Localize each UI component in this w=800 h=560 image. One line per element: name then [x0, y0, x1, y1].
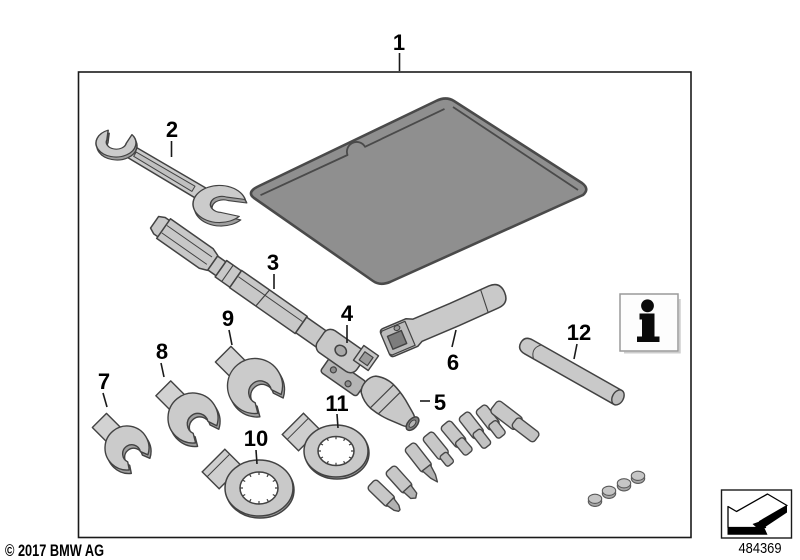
svg-text:5: 5 — [434, 390, 446, 415]
svg-text:2: 2 — [166, 117, 178, 142]
svg-text:12: 12 — [567, 320, 591, 345]
svg-text:© 2017 BMW AG: © 2017 BMW AG — [5, 542, 104, 560]
svg-text:11: 11 — [325, 391, 348, 416]
svg-text:7: 7 — [98, 369, 110, 394]
svg-text:4: 4 — [341, 301, 354, 326]
svg-text:9: 9 — [222, 306, 234, 331]
svg-text:3: 3 — [267, 250, 279, 275]
svg-text:6: 6 — [447, 350, 459, 375]
svg-text:8: 8 — [156, 339, 168, 364]
svg-text:484369: 484369 — [739, 540, 782, 557]
svg-text:1: 1 — [393, 30, 405, 55]
svg-text:10: 10 — [244, 426, 268, 451]
